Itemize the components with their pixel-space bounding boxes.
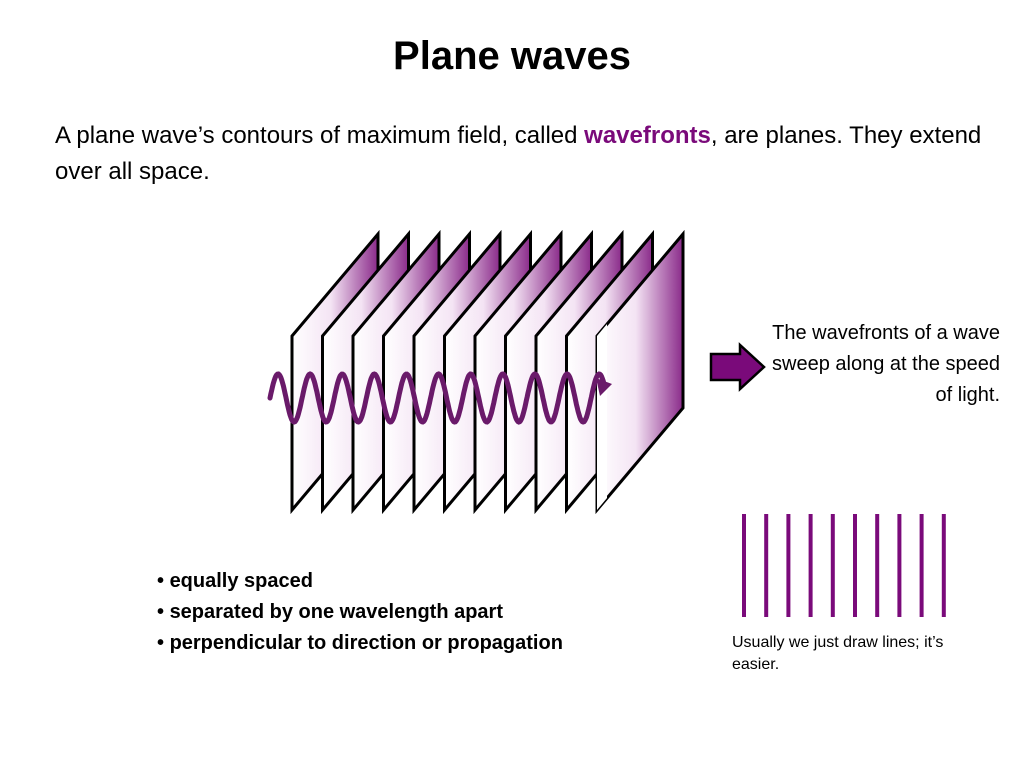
- sweep-note: The wavefronts of a wave sweep along at …: [772, 322, 1000, 406]
- bullet-item: equally spaced: [157, 566, 563, 597]
- intro-text: A plane wave’s contours of maximum field…: [55, 118, 1005, 190]
- front-plane-face: [597, 324, 607, 510]
- wavefront-lines: [742, 514, 946, 617]
- wave-arrowhead-icon: [596, 378, 612, 396]
- page-title: Plane waves: [393, 34, 631, 78]
- wavefront-planes: [290, 229, 685, 515]
- intro-text-part2: , are planes. They extend over all space…: [55, 122, 982, 185]
- intro-text-part1: A plane wave’s contours of maximum field…: [55, 122, 585, 149]
- wave-sinusoid: [267, 371, 607, 425]
- lines-caption: Usually we just draw lines; it’s easier.: [732, 634, 944, 673]
- bullet-item: separated by one wavelength apart: [157, 597, 563, 628]
- wavefront-planes-diagram: [267, 229, 685, 515]
- bullet-item: perpendicular to direction or propagatio…: [157, 628, 563, 659]
- wavefronts-highlight: wavefronts: [584, 122, 711, 149]
- direction-arrow-icon: [709, 342, 766, 392]
- bullet-list: equally spaced separated by one waveleng…: [157, 566, 563, 659]
- wavefront-lines-diagram: [742, 514, 946, 617]
